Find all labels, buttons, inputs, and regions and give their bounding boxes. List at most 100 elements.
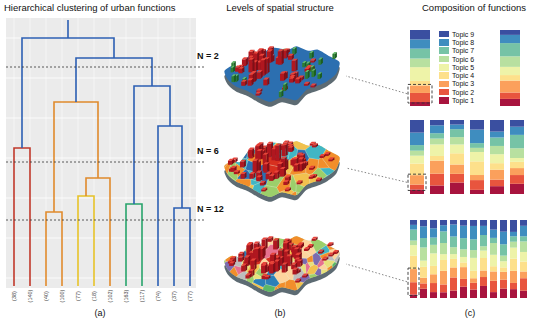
bar-segment xyxy=(510,283,517,289)
legend-swatch xyxy=(439,56,449,63)
bar-segment xyxy=(410,85,430,93)
legend-text: Topic 9 xyxy=(452,31,474,38)
building-side xyxy=(313,166,315,170)
building-side xyxy=(258,247,260,262)
dendrogram-branch xyxy=(86,178,110,286)
bar-segment xyxy=(460,238,467,249)
bar-segment xyxy=(510,259,517,271)
leaf-size-label: (77) xyxy=(75,291,81,301)
bar-segment xyxy=(410,189,424,194)
bar-segment xyxy=(480,235,487,246)
bar-segment xyxy=(460,262,467,267)
bar-segment xyxy=(470,278,477,283)
leaf-size-label: (77) xyxy=(187,291,193,301)
bar-segment xyxy=(470,130,484,144)
building-side xyxy=(265,262,267,273)
map-region xyxy=(222,268,233,293)
bar-segment xyxy=(450,291,457,298)
legend-swatch xyxy=(439,81,449,88)
leaf-size-label: (102) xyxy=(107,290,113,303)
bar-segment xyxy=(510,135,524,148)
building-side xyxy=(301,180,303,184)
leaf-size-label: (40) xyxy=(43,291,49,301)
building-side xyxy=(281,90,283,97)
building-side xyxy=(302,76,304,81)
map-region xyxy=(335,168,342,190)
bar-segment xyxy=(510,248,517,259)
bar-segment xyxy=(510,242,517,248)
bar-segment xyxy=(500,280,507,289)
bar-segment xyxy=(410,241,417,246)
bar-segment xyxy=(450,144,464,153)
bar-segment xyxy=(420,267,427,278)
building-side xyxy=(245,80,247,86)
building-side xyxy=(271,50,273,62)
building-side xyxy=(233,261,235,266)
city-map xyxy=(222,140,342,202)
bar-segment xyxy=(500,30,520,35)
map-region xyxy=(298,287,312,293)
legend-text: Topic 7 xyxy=(452,47,474,54)
bar-segment xyxy=(440,231,447,243)
map-region xyxy=(307,265,318,275)
grid-line xyxy=(6,278,196,279)
building-block xyxy=(229,263,233,266)
bar-segment xyxy=(430,220,437,228)
map-region xyxy=(328,189,342,198)
map-region xyxy=(333,275,342,282)
building-block xyxy=(283,182,287,185)
building-side xyxy=(315,174,317,178)
legend-text: Topic 1 xyxy=(452,97,474,104)
dendrogram-branch xyxy=(134,86,170,204)
bar-segment xyxy=(410,59,430,68)
building-block xyxy=(317,74,320,79)
bar-segment xyxy=(410,164,424,176)
grid-line xyxy=(6,158,196,159)
bar-segment xyxy=(450,129,464,137)
bar-segment xyxy=(450,183,464,194)
bar-segment xyxy=(470,120,484,130)
map-region xyxy=(226,248,233,256)
bar-segment xyxy=(480,277,487,286)
bar-segment xyxy=(450,165,464,174)
building-block xyxy=(263,164,267,172)
building-block xyxy=(278,51,282,64)
grid-line xyxy=(6,238,196,239)
bar-segment xyxy=(410,151,424,156)
map-region xyxy=(321,140,342,171)
level-label: N = 12 xyxy=(197,205,224,215)
building-block xyxy=(248,80,252,86)
bar-segment xyxy=(410,120,424,133)
building-block xyxy=(292,61,296,72)
legend-text: Topic 4 xyxy=(452,72,474,79)
building-side xyxy=(252,148,254,159)
bar-segment xyxy=(460,257,467,262)
building-block xyxy=(267,238,271,242)
building-block xyxy=(248,150,252,159)
map-region xyxy=(330,279,342,293)
map-region xyxy=(311,180,324,191)
bar-segment xyxy=(520,226,527,237)
building-side xyxy=(284,167,286,177)
panel-title: Levels of spatial structure xyxy=(226,3,334,13)
map-region xyxy=(235,179,251,196)
leaf-size-label: (140) xyxy=(27,290,33,303)
bar-segment xyxy=(470,226,477,239)
bar-segment xyxy=(490,255,497,266)
map-region xyxy=(298,290,318,293)
building-side xyxy=(260,175,262,181)
bar-segment xyxy=(430,292,437,298)
bar-segment xyxy=(470,290,477,298)
leaf-size-label: (163) xyxy=(123,290,129,303)
building-side xyxy=(271,49,273,62)
building-side xyxy=(316,237,318,241)
bar-segment xyxy=(510,127,524,135)
panel-letter: (b) xyxy=(275,309,286,319)
map-region xyxy=(336,265,342,276)
cut-level-line xyxy=(6,67,205,68)
bar-segment xyxy=(500,272,507,280)
bar-segment xyxy=(470,271,477,278)
building-side xyxy=(263,247,265,259)
building-side xyxy=(266,237,268,249)
bar-segment xyxy=(430,274,437,283)
